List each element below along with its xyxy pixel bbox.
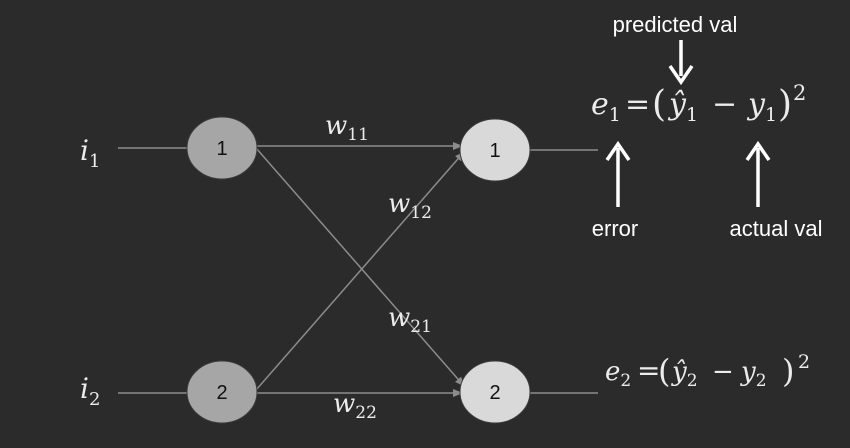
svg-text:=: =: [625, 87, 650, 122]
svg-text:y2: y2: [740, 357, 767, 391]
connection-w21: [255, 147, 465, 387]
svg-text:2: 2: [798, 351, 810, 373]
svg-text:2: 2: [489, 382, 500, 404]
svg-text:2: 2: [216, 382, 227, 404]
weight-label-w22: w22: [333, 389, 377, 423]
svg-text:e1: e1: [591, 87, 621, 126]
predicted-arrow-icon: [668, 40, 694, 86]
weight-label-w12: w12: [388, 189, 432, 223]
weight-label-w11: w11: [325, 111, 369, 145]
predicted-label: predicted val: [613, 12, 738, 37]
actual-label: actual val: [730, 216, 823, 241]
input-label-1: i1: [80, 134, 100, 172]
svg-text:−: −: [712, 87, 737, 122]
input-label-2: i2: [80, 372, 100, 410]
svg-text:): ): [782, 352, 794, 390]
error-equation-1: e1 = ( ŷ1 − y1 ) 2: [591, 81, 806, 126]
error-arrow-icon: [605, 140, 631, 207]
output-node-1: 1: [459, 118, 531, 182]
svg-text:e2: e2: [605, 357, 631, 391]
svg-text:1: 1: [489, 140, 500, 162]
actual-arrow-icon: [745, 140, 771, 207]
svg-text:−: −: [712, 357, 734, 387]
svg-text:2: 2: [793, 81, 806, 105]
svg-text:1: 1: [216, 138, 227, 160]
output-node-2: 2: [459, 360, 531, 424]
hidden-node-1: 1: [186, 116, 258, 180]
svg-text:y1: y1: [746, 87, 777, 126]
connection-w12: [255, 151, 465, 391]
hidden-node-2: 2: [186, 360, 258, 424]
error-label: error: [592, 216, 638, 241]
svg-text:(: (: [652, 84, 666, 125]
svg-text:ŷ2: ŷ2: [671, 357, 698, 391]
error-equation-2: e2 = ( ŷ2 − y2 ) 2: [605, 351, 810, 391]
svg-text:=: =: [637, 354, 660, 387]
svg-text:ŷ1: ŷ1: [667, 87, 698, 126]
svg-text:): ): [778, 84, 792, 125]
svg-text:(: (: [658, 352, 670, 390]
weight-label-w21: w21: [388, 303, 432, 337]
